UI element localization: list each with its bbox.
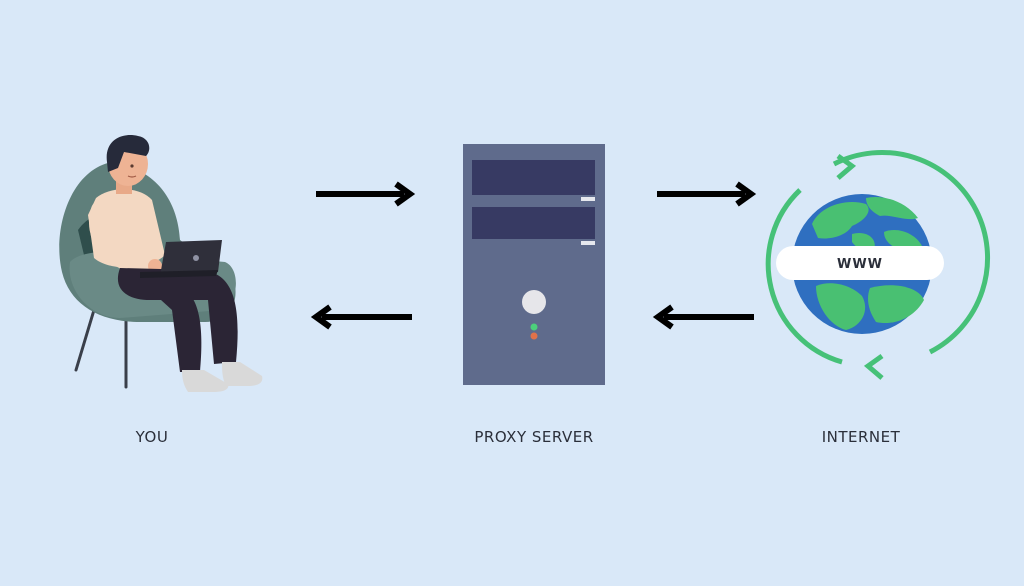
label-internet: INTERNET [821, 428, 901, 446]
label-you: YOU [135, 428, 169, 446]
arrow-proxy-to-internet [657, 181, 757, 207]
person-on-chair-icon [59, 135, 263, 392]
arrow-proxy-to-you [310, 304, 412, 330]
globe-icon: WWW [765, 149, 991, 380]
label-proxy-server: PROXY SERVER [474, 428, 594, 446]
arrow-you-to-proxy [316, 181, 416, 207]
server-tower-icon [463, 144, 605, 385]
arrow-internet-to-proxy [652, 304, 754, 330]
www-banner-text: WWW [837, 257, 883, 272]
